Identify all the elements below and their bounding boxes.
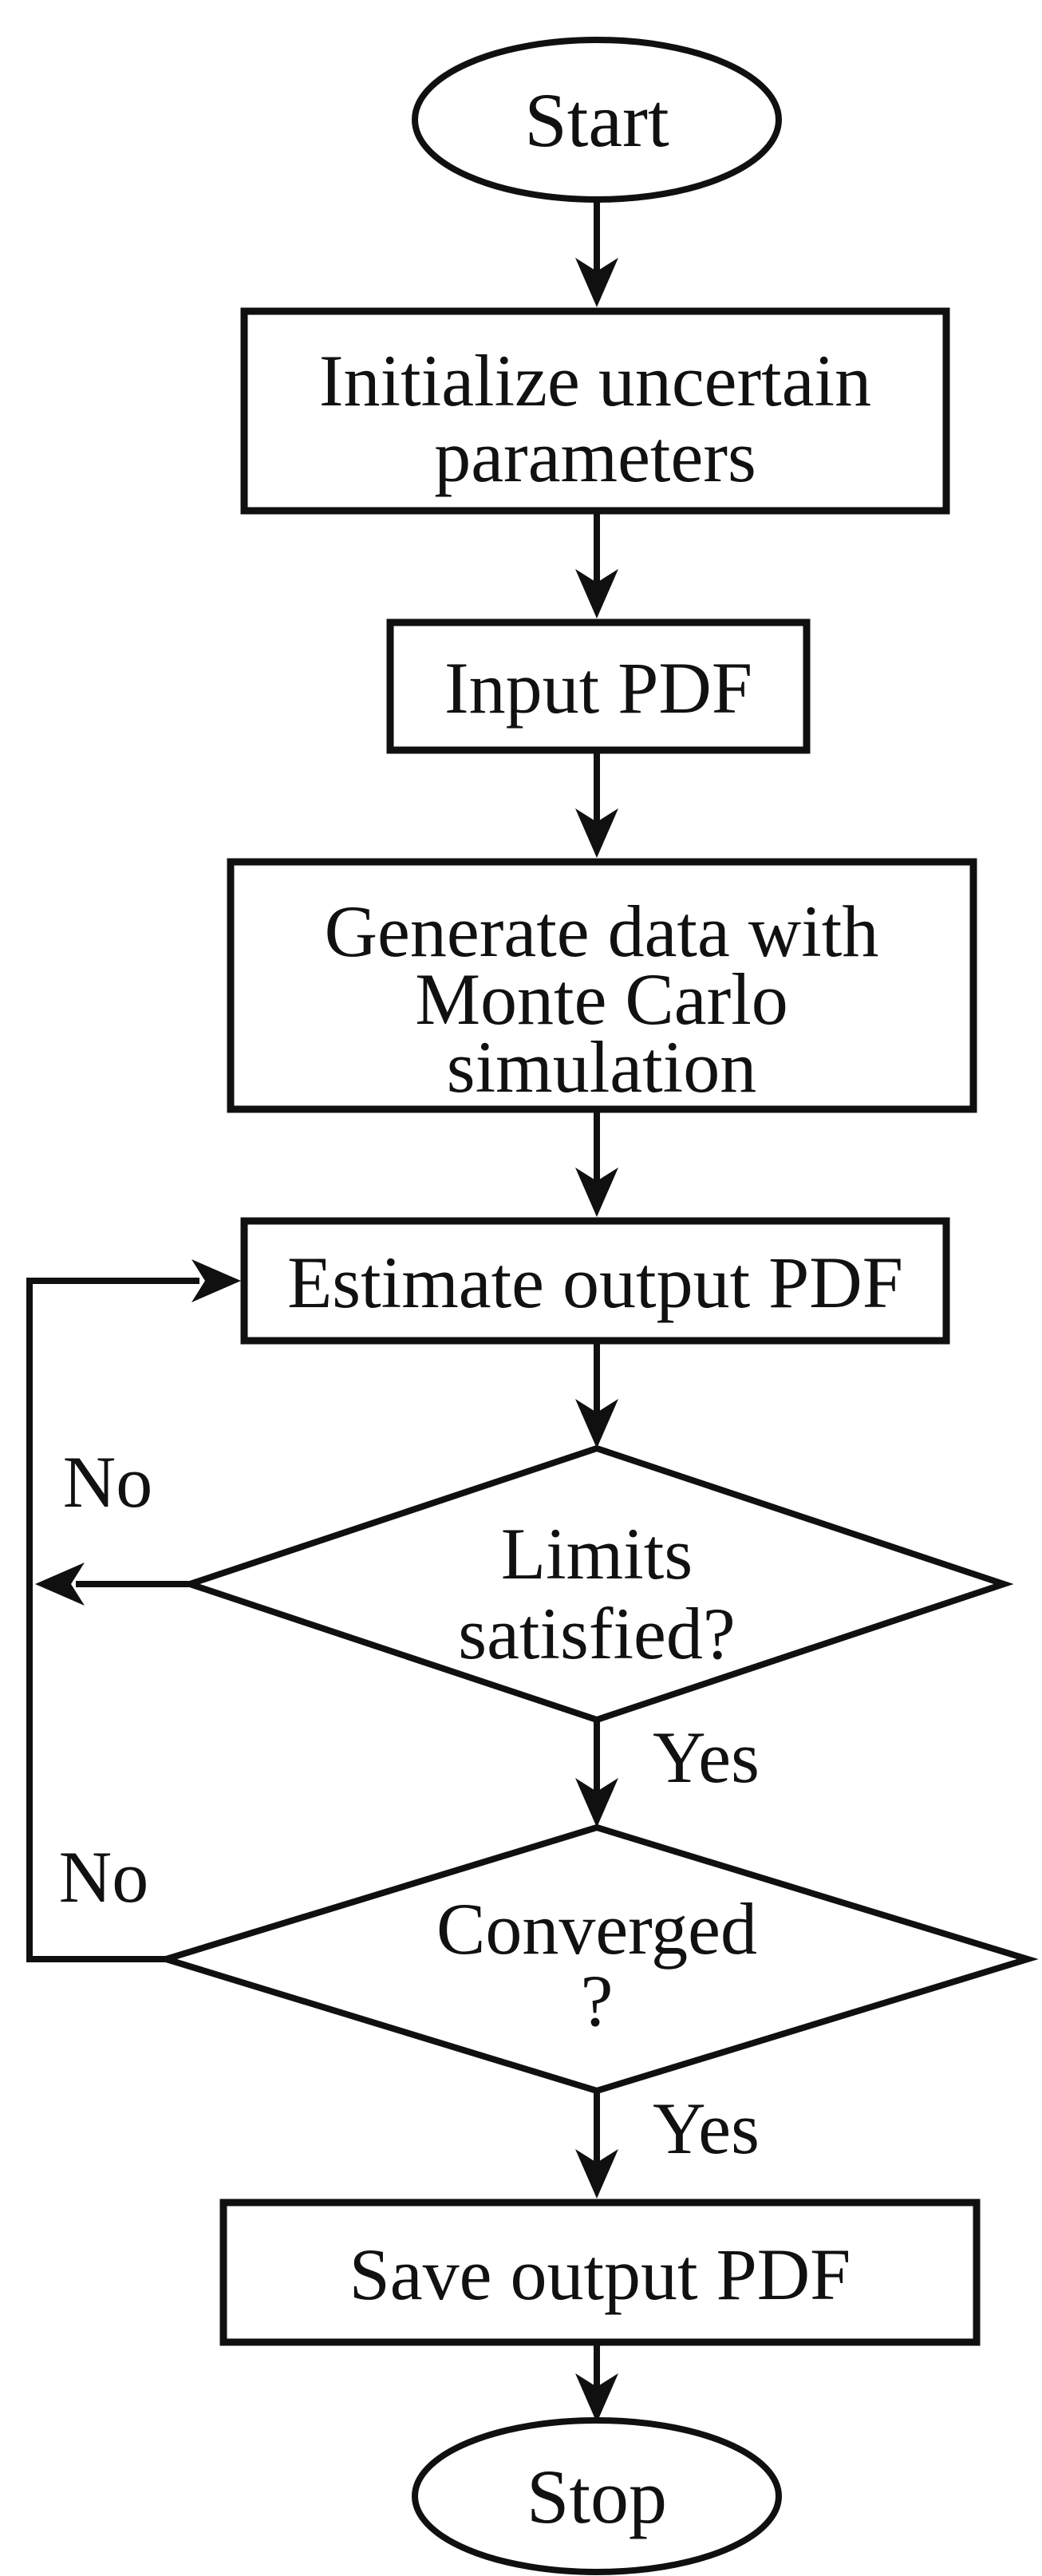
arrowhead-generate-to-estimate	[575, 1167, 618, 1217]
converged-yes-label: Yes	[653, 2088, 760, 2169]
process-box-generate	[227, 858, 977, 1113]
feedback-rail-line	[26, 1278, 199, 1959]
arrowhead-start-to-initialize	[575, 258, 618, 307]
estimate-label: Estimate output PDF	[287, 1242, 903, 1323]
arrowhead-limits-yes-to-converged	[575, 1778, 618, 1827]
stop-label: Stop	[527, 2454, 667, 2539]
limits-no-arrowhead	[35, 1563, 85, 1606]
initialize-label-line1: Initialize uncertain	[319, 340, 871, 421]
converged-no-label: No	[59, 1836, 148, 1918]
limits-label-line1: Limits	[501, 1513, 693, 1594]
process-box-estimate	[240, 1217, 950, 1345]
save-label: Save output PDF	[349, 2234, 851, 2315]
process-box-save	[219, 2199, 981, 2346]
start-label: Start	[524, 77, 669, 163]
generate-label-line2: Monte Carlo	[415, 958, 788, 1040]
arrowhead-converged-yes-to-save	[575, 2149, 618, 2199]
input-pdf-label: Input PDF	[444, 647, 752, 729]
feedback-into-estimate-arrowhead	[191, 1259, 241, 1302]
initialize-label-line2: parameters	[434, 416, 756, 497]
arrowhead-save-to-stop	[575, 2373, 618, 2423]
decision-diamond-limits	[180, 1444, 1014, 1724]
limits-yes-label: Yes	[653, 1717, 760, 1798]
arrowhead-estimate-to-limits	[575, 1399, 618, 1448]
process-box-initialize	[240, 307, 950, 515]
process-box-input-pdf	[386, 618, 811, 754]
start-terminator	[412, 37, 782, 203]
decision-diamond-converged	[155, 1823, 1039, 2095]
converged-label-line1: Converged	[436, 1888, 757, 1970]
stop-terminator	[412, 2417, 782, 2575]
generate-label-line1: Generate data with	[325, 891, 879, 972]
converged-label-line2: ?	[581, 1960, 614, 2041]
limits-no-label: No	[63, 1441, 152, 1523]
arrowhead-initialize-to-inputpdf	[575, 569, 618, 618]
limits-label-line2: satisfied?	[458, 1593, 735, 1674]
generate-label-line3: simulation	[447, 1026, 756, 1108]
arrowhead-inputpdf-to-generate	[575, 808, 618, 858]
